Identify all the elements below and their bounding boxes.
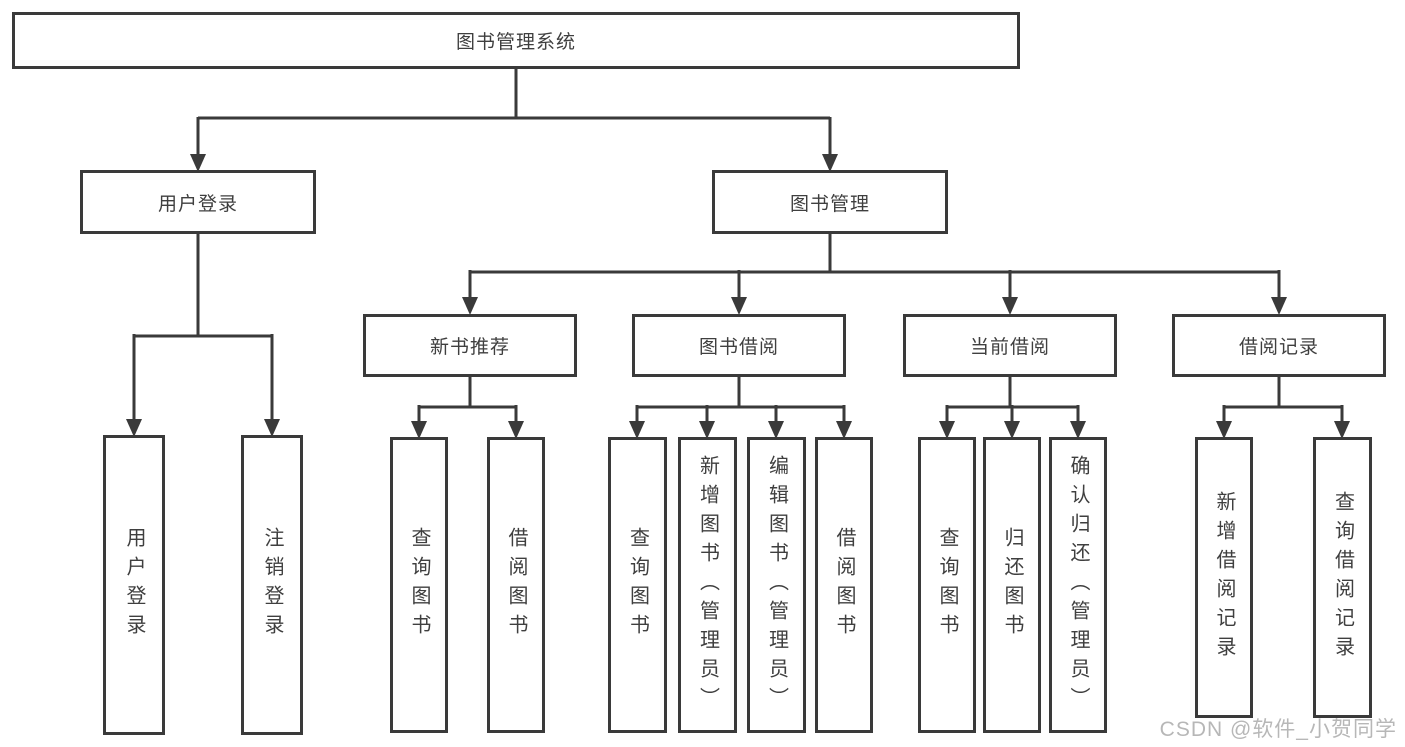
node-new-book-recommendation: 新书推荐 <box>363 314 577 377</box>
leaf-bb-add-books-admin: 新增图书（管理员） <box>678 437 737 733</box>
leaf-logout: 注销登录 <box>241 435 303 735</box>
leaf-br-add-record: 新增借阅记录 <box>1195 437 1253 718</box>
leaf-bb-borrow-books: 借阅图书 <box>815 437 873 733</box>
node-library-management-system: 图书管理系统 <box>12 12 1020 69</box>
node-book-management: 图书管理 <box>712 170 948 234</box>
leaf-cb-query-books: 查询图书 <box>918 437 976 733</box>
leaf-cb-return-books: 归还图书 <box>983 437 1041 733</box>
leaf-br-query-record: 查询借阅记录 <box>1313 437 1372 718</box>
node-current-borrowing: 当前借阅 <box>903 314 1117 377</box>
leaf-nbr-query-books: 查询图书 <box>390 437 448 733</box>
leaf-bb-edit-books-admin: 编辑图书（管理员） <box>747 437 806 733</box>
node-user-login: 用户登录 <box>80 170 316 234</box>
leaf-bb-query-books: 查询图书 <box>608 437 667 733</box>
watermark: CSDN @软件_小贺同学 <box>1159 718 1397 741</box>
leaf-user-login: 用户登录 <box>103 435 165 735</box>
leaf-nbr-borrow-books: 借阅图书 <box>487 437 545 733</box>
node-book-borrowing: 图书借阅 <box>632 314 846 377</box>
leaf-cb-confirm-return-admin: 确认归还（管理员） <box>1049 437 1107 733</box>
node-borrowing-records: 借阅记录 <box>1172 314 1386 377</box>
